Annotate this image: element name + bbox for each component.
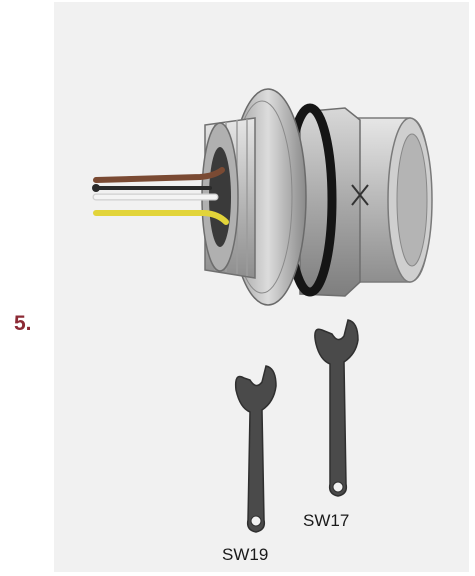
wrench-sw17 bbox=[314, 319, 359, 497]
wrench-sw19-label: SW19 bbox=[222, 545, 269, 564]
connector-wires bbox=[92, 167, 229, 225]
wrench-sw19 bbox=[234, 365, 277, 533]
wrench-sw17-label: SW17 bbox=[303, 511, 350, 530]
connector-body bbox=[201, 88, 433, 306]
step-number: 5. bbox=[14, 312, 32, 335]
